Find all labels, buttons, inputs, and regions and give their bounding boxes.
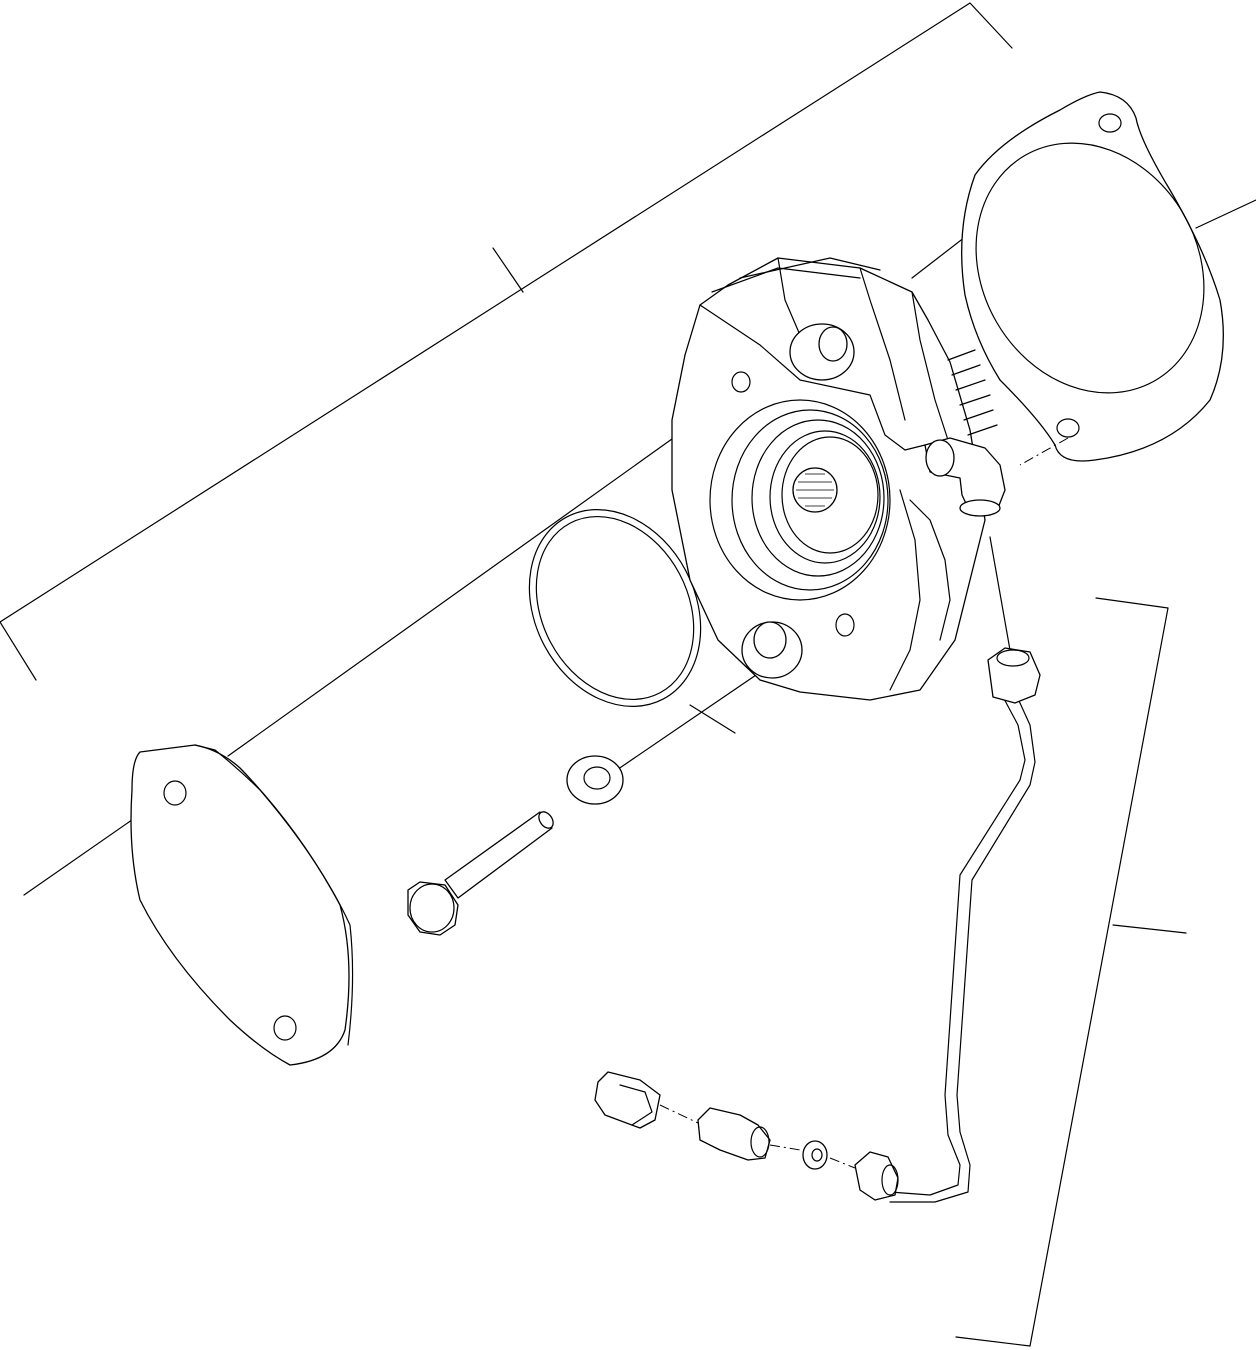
- pump-body: [671, 257, 1006, 701]
- upper-left-bracket: [0, 2, 1013, 681]
- washer: [566, 755, 624, 805]
- tube-assembly: [854, 647, 1041, 1203]
- fittings: [594, 1071, 856, 1170]
- right-bracket: [955, 597, 1187, 1347]
- bolt: [407, 811, 554, 936]
- o-ring: [528, 509, 702, 707]
- top-right-gasket: [961, 91, 1224, 466]
- cover-plate: [130, 744, 354, 1066]
